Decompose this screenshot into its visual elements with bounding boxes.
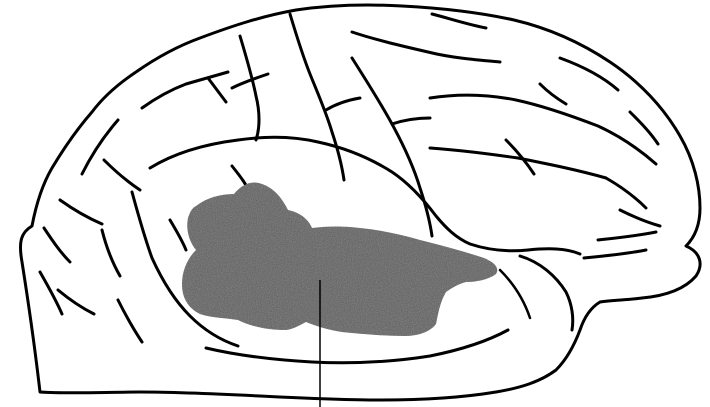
orbital-sulcus-a	[598, 232, 656, 240]
precentral-sulcus	[352, 58, 432, 236]
temporal-branch-d	[118, 300, 142, 342]
frontal-branch-d	[606, 178, 646, 208]
occipital-sulcus-a	[82, 120, 118, 174]
frontal-branch-b	[630, 112, 658, 144]
highlighted-region	[182, 182, 497, 336]
superior-frontal-branch	[432, 14, 486, 28]
postcentral-sulcus	[240, 36, 259, 140]
occipital-sulcus-c	[60, 200, 102, 224]
occipital-sulcus-e	[40, 272, 62, 314]
central-sulcus	[290, 14, 344, 180]
central-branch	[326, 98, 360, 110]
inferior-temporal-sulcus	[206, 330, 508, 363]
occipital-sulcus-f	[58, 290, 94, 314]
precentral-branch	[392, 118, 430, 124]
temporal-branch-c	[102, 230, 120, 276]
lateral-fissure-lower	[520, 256, 573, 330]
orbital-sulcus-b	[584, 250, 646, 258]
temporal-branch-a	[170, 220, 186, 250]
frontal-branch-e	[620, 210, 660, 226]
parietal-branch-a	[208, 78, 226, 102]
intraparietal-sulcus	[142, 72, 228, 108]
temporal-pole-sulcus	[500, 270, 530, 318]
occipital-sulcus-b	[104, 160, 140, 190]
middle-frontal-sulcus	[430, 95, 656, 164]
occipital-sulcus-d	[44, 228, 70, 262]
brain-outline	[20, 5, 700, 400]
frontal-branch-a	[540, 84, 566, 104]
superior-frontal-sulcus	[352, 32, 500, 62]
